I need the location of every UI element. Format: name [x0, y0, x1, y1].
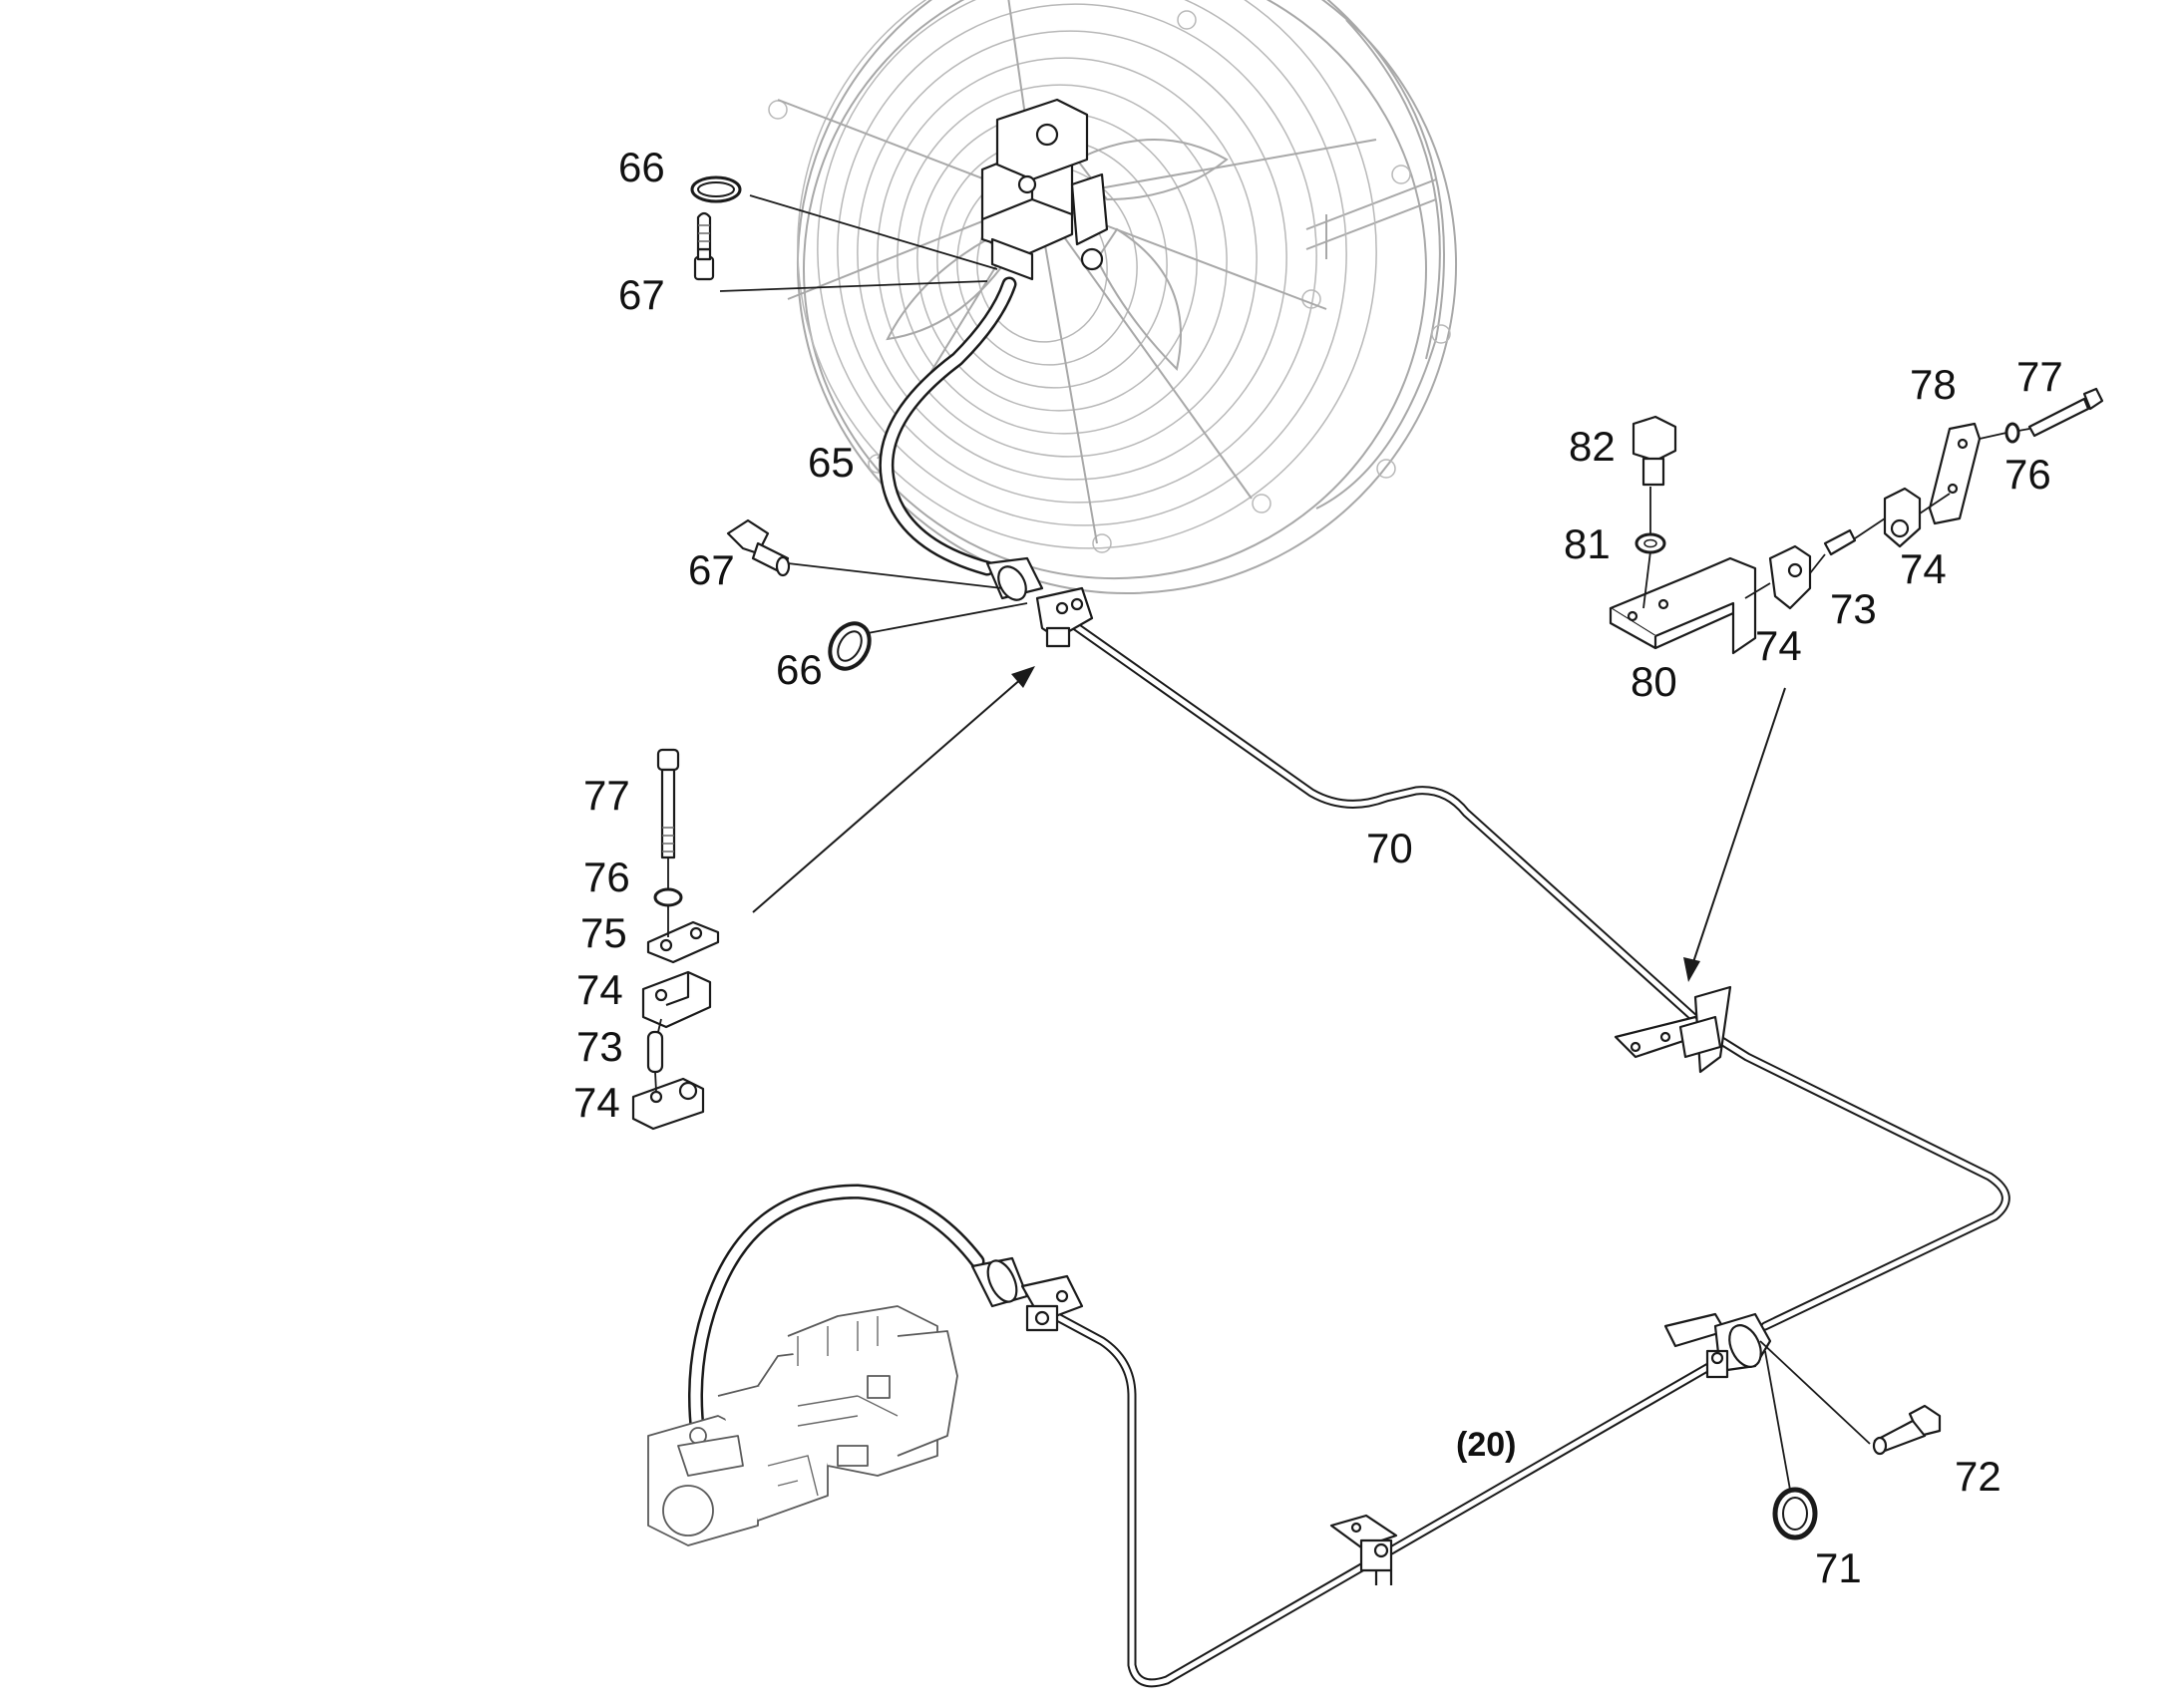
- callout-81: 81: [1564, 520, 1611, 567]
- sleeve-73-left: [646, 1030, 664, 1074]
- detail-arrow-right: [1683, 687, 1786, 982]
- bolt-82: [1632, 415, 1677, 487]
- callout-75-left: 75: [580, 909, 627, 956]
- callout-78: 78: [1910, 361, 1957, 408]
- lower-left-fitting: [970, 1256, 1084, 1332]
- callout-67-mid: 67: [688, 546, 735, 593]
- bolt-67-top: [693, 211, 715, 281]
- callout-74-right-b: 74: [1900, 545, 1947, 592]
- pump-hose: [688, 1184, 985, 1444]
- washer-81: [1635, 532, 1666, 554]
- callout-80: 80: [1631, 658, 1677, 705]
- clamp-74-right-a: [1768, 544, 1812, 610]
- bolt-67-mid: [726, 518, 791, 577]
- callout-82: 82: [1569, 423, 1616, 470]
- o-ring-66-mid: [828, 621, 872, 671]
- mid-clamp-bracket: [1614, 985, 1732, 1074]
- upper-fitting: [985, 556, 1094, 648]
- washer-76-right: [2004, 422, 2020, 444]
- bolt-72: [1872, 1404, 1942, 1456]
- pipe-70: [1052, 608, 2010, 1331]
- callout-76-left: 76: [583, 854, 630, 900]
- callout-65: 65: [808, 439, 855, 486]
- callout-76-right: 76: [2004, 451, 2051, 498]
- clamp-74-left-top: [641, 970, 712, 1029]
- o-ring-66-top: [690, 175, 742, 203]
- clamp-74-left-bottom: [631, 1077, 705, 1131]
- callout-73-left: 73: [576, 1023, 623, 1070]
- leader-lines: [654, 194, 2030, 1491]
- callout-20: (20): [1456, 1426, 1516, 1464]
- callout-72: 72: [1955, 1453, 2001, 1500]
- fan-motor-block: [980, 98, 1109, 281]
- detail-arrow-left: [752, 666, 1035, 913]
- plate-75-left: [646, 920, 720, 964]
- plate-78: [1928, 422, 1982, 525]
- callout-66-mid: 66: [776, 646, 823, 693]
- hydraulic-pump: [647, 1305, 958, 1546]
- callout-70: 70: [1366, 825, 1413, 871]
- bottom-clamp-bracket: [1329, 1514, 1398, 1585]
- callout-74-left-b: 74: [573, 1079, 620, 1126]
- lower-right-fitting: [1663, 1312, 1772, 1379]
- callout-77-left: 77: [583, 772, 630, 819]
- o-ring-71: [1772, 1487, 1818, 1540]
- callout-71: 71: [1815, 1544, 1862, 1591]
- callout-67-top: 67: [618, 271, 665, 318]
- callout-74-right-a: 74: [1755, 622, 1802, 669]
- hose-65: [879, 276, 1017, 576]
- callout-74-left-a: 74: [576, 966, 623, 1013]
- callout-labels: 66 67 65 67 66 70 82 81 80 78 77 76 74 7…: [573, 144, 2063, 1591]
- bolt-77-right: [2027, 387, 2104, 438]
- bracket-80: [1609, 556, 1757, 655]
- callout-73-right: 73: [1830, 585, 1877, 632]
- fan-assembly: [768, 0, 1457, 594]
- bolt-77-left: [656, 748, 680, 859]
- callout-77-right: 77: [2016, 353, 2063, 400]
- pipe-20: [1032, 1301, 1715, 1688]
- callout-66-top: 66: [618, 144, 665, 190]
- clamp-74-right-b: [1883, 487, 1922, 548]
- sleeve-73-right: [1823, 528, 1857, 556]
- washer-76-left: [653, 887, 683, 907]
